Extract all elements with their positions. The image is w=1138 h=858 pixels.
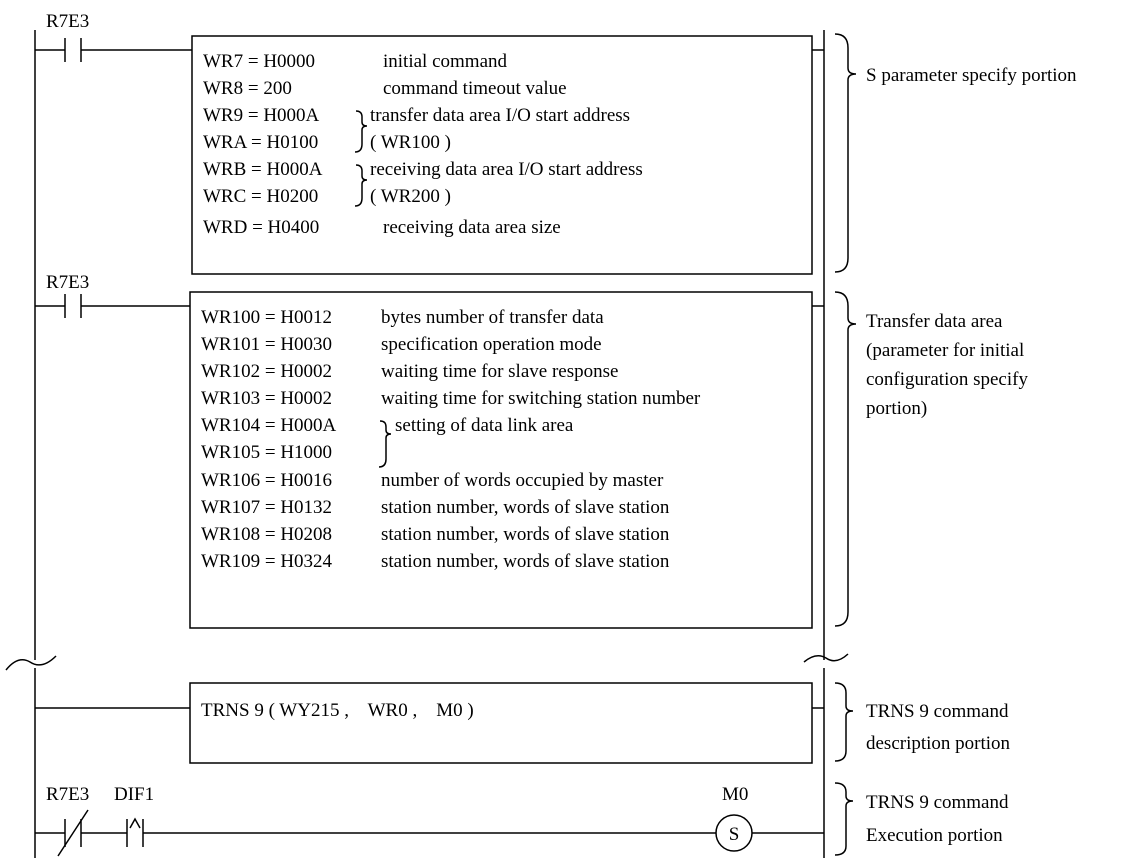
- rung2-line-desc: waiting time for switching station numbe…: [381, 388, 701, 409]
- rung2-line-reg: WR105 = H1000: [201, 442, 332, 463]
- rung2-line-desc: station number, words of slave station: [381, 524, 670, 545]
- rung2-line-desc: number of words occupied by master: [381, 470, 664, 491]
- rung2-line-reg: WR107 = H0132: [201, 497, 332, 518]
- rung2-line-reg: WR103 = H0002: [201, 388, 332, 409]
- rung1-line-reg: WRC = H0200: [203, 186, 318, 207]
- rung3-instruction-box: [189, 682, 813, 764]
- rung2-annotation: (parameter for initial: [866, 340, 1024, 361]
- rung4-annotation: TRNS 9 command: [866, 792, 1009, 813]
- rung3-annotation: description portion: [866, 733, 1011, 754]
- rung1-line-desc: ( WR100 ): [370, 132, 451, 153]
- rung1-line-desc: ( WR200 ): [370, 186, 451, 207]
- rung4-contact-label: DIF1: [114, 784, 154, 805]
- rung1-line-desc: receiving data area I/O start address: [370, 159, 643, 180]
- rung2-instruction-box: [189, 291, 813, 629]
- rung1-line-reg: WRA = H0100: [203, 132, 318, 153]
- rung1-line-desc: command timeout value: [383, 78, 567, 99]
- rung2-no-contact: [64, 294, 82, 318]
- rung2-line-desc: station number, words of slave station: [381, 497, 670, 518]
- rung2-line-desc: bytes number of transfer data: [381, 307, 604, 328]
- rung2-annotation: configuration specify: [866, 369, 1028, 390]
- rung1-contact-label: R7E3: [46, 11, 89, 32]
- rung4-coil-label: M0: [722, 784, 748, 805]
- rung2-lines: WR100 = H0012 bytes number of transfer d…: [201, 307, 701, 572]
- rung2-line-reg: WR104 = H000A: [201, 415, 337, 436]
- rung1-no-contact: [64, 38, 82, 62]
- rung2-annotation: portion): [866, 398, 927, 419]
- rung1-line-reg: WRD = H0400: [203, 217, 319, 238]
- rung2-line-desc: station number, words of slave station: [381, 551, 670, 572]
- rung3-outer-brace: [834, 682, 854, 762]
- rung1-line-reg: WR9 = H000A: [203, 105, 320, 126]
- rung2-line-reg: WR106 = H0016: [201, 470, 332, 491]
- rung3-command-text: TRNS 9 ( WY215 , WR0 , M0 ): [201, 700, 474, 721]
- rung1-line-reg: WR8 = 200: [203, 78, 292, 99]
- rung3-annotation: TRNS 9 command: [866, 701, 1009, 722]
- rung4-coil-symbol: S: [729, 824, 740, 845]
- rung2-line-reg: WR100 = H0012: [201, 307, 332, 328]
- rung1-outer-brace: [834, 33, 857, 273]
- rung1-inner-brace: [354, 164, 368, 207]
- rung1-instruction-box: [191, 35, 813, 275]
- rung4-rising-edge-contact: [126, 817, 144, 847]
- rung2-inner-brace: [378, 420, 392, 468]
- rung4-outer-brace: [834, 782, 854, 856]
- right-rail-break-mark: [803, 653, 849, 663]
- rung4-contact-label: R7E3: [46, 784, 89, 805]
- rung1-line-desc: transfer data area I/O start address: [370, 105, 630, 126]
- rung1-line-reg: WRB = H000A: [203, 159, 323, 180]
- rung2-outer-brace: [834, 291, 857, 627]
- rung2-line-reg: WR101 = H0030: [201, 334, 332, 355]
- rung2-line-desc: setting of data link area: [395, 415, 574, 436]
- rung1-lines: WR7 = H0000 initial command WR8 = 200 co…: [203, 51, 643, 238]
- left-rail-break-mark: [5, 655, 57, 671]
- rung2-contact-label: R7E3: [46, 272, 89, 293]
- rung1-line-desc: receiving data area size: [383, 217, 561, 238]
- rung1-annotation: S parameter specify portion: [866, 65, 1077, 86]
- rung2-line-reg: WR102 = H0002: [201, 361, 332, 382]
- rung4-annotation: Execution portion: [866, 825, 1003, 846]
- rung1-line-desc: initial command: [383, 51, 508, 72]
- rung2-line-desc: specification operation mode: [381, 334, 602, 355]
- rung2-line-desc: waiting time for slave response: [381, 361, 618, 382]
- rung1-inner-brace: [354, 110, 368, 153]
- rung2-line-reg: WR108 = H0208: [201, 524, 332, 545]
- rung1-line-reg: WR7 = H0000: [203, 51, 315, 72]
- rung2-line-reg: WR109 = H0324: [201, 551, 333, 572]
- rung2-annotation: Transfer data area: [866, 311, 1003, 332]
